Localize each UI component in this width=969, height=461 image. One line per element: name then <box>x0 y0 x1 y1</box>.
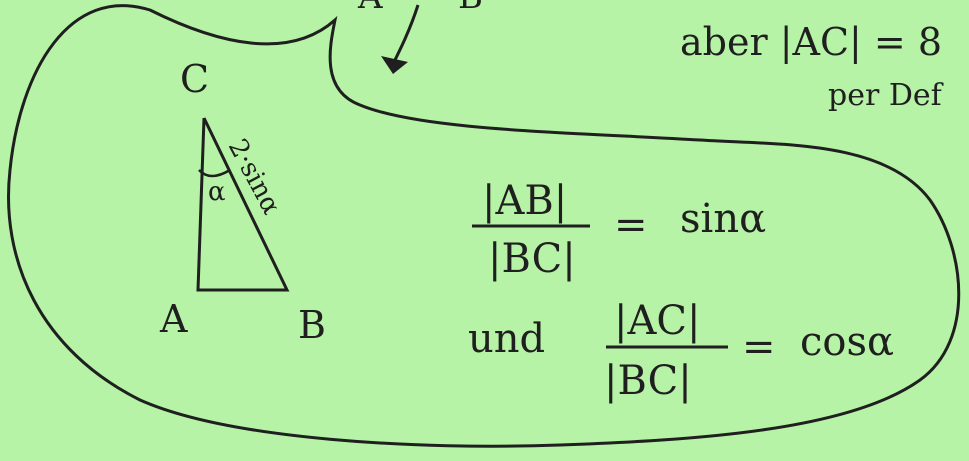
note-line-2: per Def <box>828 78 944 113</box>
formula1-equals: = <box>614 202 648 248</box>
triangle <box>196 117 290 292</box>
note-line-1: aber |AC| = 8 <box>680 20 942 64</box>
formula1-numerator: |AB| <box>482 178 567 224</box>
formula2-result: cosα <box>800 319 894 365</box>
angle-label: α <box>208 177 226 207</box>
formula2-equals: = <box>742 324 776 370</box>
formula2-prefix: und <box>468 316 545 362</box>
enclosing-loop <box>7 4 961 448</box>
formula2-denominator: |BC| <box>604 358 692 404</box>
angle-arc <box>198 168 231 178</box>
arrow-head-icon <box>381 56 408 74</box>
vertex-label-b: B <box>298 303 326 347</box>
vertex-label-c: C <box>180 57 209 101</box>
top-letter-b: B <box>458 0 483 17</box>
formula2-numerator: |AC| <box>614 298 700 344</box>
formula1-result: sinα <box>680 196 766 242</box>
vertex-label-a: A <box>159 297 188 341</box>
top-letter-a: A <box>357 0 383 17</box>
formula1-denominator: |BC| <box>488 236 576 282</box>
